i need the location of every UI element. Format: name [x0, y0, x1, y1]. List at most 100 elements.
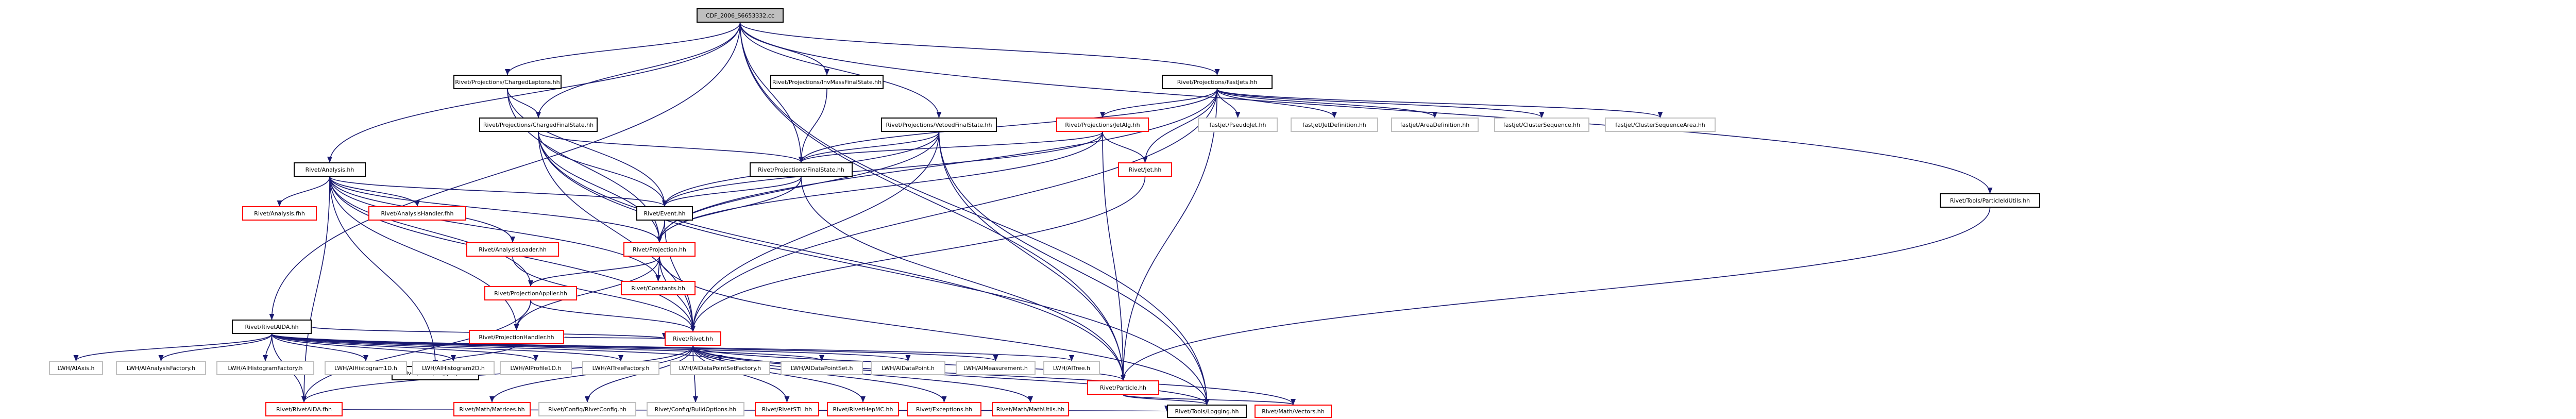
edge-jetalg-to-jet: [1102, 131, 1148, 163]
node-matrices[interactable]: Rivet/Math/Matrices.hh: [453, 402, 531, 416]
node-ahist2d: LWH/AIHistogram2D.h: [412, 361, 495, 375]
node-hepmc[interactable]: Rivet/RivetHepMC.hh: [827, 402, 899, 416]
edge-jetalg-to-projection: [657, 131, 1103, 243]
node-adpoint: LWH/AIDataPoint.h: [871, 361, 945, 375]
edge-chfs-to-particle: [538, 131, 1126, 381]
edge-analysis-to-projection: [329, 176, 662, 243]
edge-chfs-to-rivethh: [538, 131, 696, 332]
edge-rivetaida-to-aaxis: [73, 333, 273, 361]
edge-vetoed-to-particle: [938, 131, 1126, 381]
node-aprofile: LWH/AIProfile1D.h: [500, 361, 572, 375]
node-rivetconfig: Rivet/Config/RivetConfig.hh: [538, 402, 636, 416]
node-aanfactory: LWH/AIAnalysisFactory.h: [116, 361, 206, 375]
edge-invmass-to-finalstate: [799, 89, 827, 163]
node-pidutils[interactable]: Rivet/Tools/ParticleIdUtils.hh: [1940, 193, 2040, 208]
edge-projection-to-papplier: [528, 256, 660, 287]
node-finalstate[interactable]: Rivet/Projections/FinalState.hh: [750, 162, 853, 177]
node-rivetaidafhh[interactable]: Rivet/RivetAIDA.fhh: [265, 402, 343, 416]
node-papplier[interactable]: Rivet/ProjectionApplier.hh: [484, 286, 577, 300]
edge-analysis-to-analysisfhh: [277, 176, 330, 207]
edge-root-to-rivetaida: [269, 22, 741, 320]
node-ahist1d: LWH/AIHistogram1D.h: [325, 361, 407, 375]
node-projection[interactable]: Rivet/Projection.hh: [623, 242, 696, 257]
node-invmass[interactable]: Rivet/Projections/InvMassFinalState.hh: [770, 75, 884, 89]
edge-fastjets-to-clseqarea: [1216, 89, 1663, 118]
node-pseudojet: fastjet/PseudoJet.hh: [1198, 118, 1278, 132]
node-analysisfhh[interactable]: Rivet/Analysis.fhh: [242, 206, 317, 221]
edge-finalstate-to-projection: [657, 176, 802, 243]
edge-fastjets-to-jetdef: [1216, 89, 1337, 118]
edge-root-to-analysis: [327, 22, 741, 163]
edge-root-to-loghh: [739, 22, 1210, 405]
edge-chfs-to-finalstate: [538, 131, 804, 163]
node-ameas: LWH/AIMeasurement.h: [956, 361, 1036, 375]
edge-fastjets-to-areadef: [1216, 89, 1437, 118]
node-chfs[interactable]: Rivet/Projections/ChargedFinalState.hh: [479, 118, 598, 132]
edge-finalstate-to-event: [662, 176, 802, 207]
edge-analysis-to-phandler: [329, 176, 519, 330]
node-ahistfactory: LWH/AIHistogramFactory.h: [216, 361, 314, 375]
edge-rivetaida-to-aprofile: [271, 333, 538, 361]
node-rivethh[interactable]: Rivet/Rivet.hh: [665, 331, 721, 346]
edge-root-to-chlep: [505, 22, 741, 75]
node-particle[interactable]: Rivet/Particle.hh: [1087, 380, 1159, 395]
node-vectors[interactable]: Rivet/Math/Vectors.hh: [1255, 405, 1332, 418]
node-aaxis: LWH/AIAxis.h: [49, 361, 103, 375]
edge-analysis-to-event: [329, 176, 667, 207]
node-loghh[interactable]: Rivet/Tools/Logging.hh: [1167, 405, 1247, 418]
node-adpset: LWH/AIDataPointSet.h: [781, 361, 863, 375]
edge-fastjets-to-clseq: [1216, 89, 1545, 118]
edge-fastjets-to-finalstate: [799, 89, 1218, 163]
node-analysis[interactable]: Rivet/Analysis.hh: [294, 162, 366, 177]
edge-vetoed-to-loghh: [938, 131, 1210, 405]
node-clseq: fastjet/ClusterSequence.hh: [1494, 118, 1589, 132]
node-root: CDF_2006_S6653332.cc: [697, 8, 784, 23]
edge-fastjets-to-particle: [1121, 89, 1218, 381]
edge-chfs-to-event: [538, 131, 667, 207]
edge-chfs-to-loghh: [538, 131, 1210, 405]
edge-analysis-to-logfhh: [329, 176, 438, 366]
node-rivetstl[interactable]: Rivet/RivetSTL.hh: [755, 402, 819, 416]
node-event[interactable]: Rivet/Event.hh: [636, 206, 693, 221]
edge-vetoed-to-rivethh: [690, 131, 940, 332]
edge-rivetaida-to-atree: [271, 333, 1074, 361]
node-constants[interactable]: Rivet/Constants.hh: [621, 281, 696, 295]
edge-root-to-chfs: [536, 22, 741, 118]
node-vetoed[interactable]: Rivet/Projections/VetoedFinalState.hh: [881, 118, 997, 132]
node-areadef: fastjet/AreaDefinition.hh: [1391, 118, 1479, 132]
edge-particle-to-vectors: [1123, 394, 1296, 405]
node-chlep[interactable]: Rivet/Projections/ChargedLeptons.hh: [453, 75, 562, 89]
edge-projection-to-phandler: [514, 256, 660, 330]
edge-analysis-to-ahandler: [329, 176, 420, 207]
node-ahandler[interactable]: Rivet/AnalysisHandler.fhh: [368, 206, 466, 221]
edge-root-to-fastjets: [739, 22, 1220, 75]
edge-vetoed-to-finalstate: [799, 131, 940, 163]
edge-rivethh-to-rivetaidafhh: [301, 345, 693, 403]
node-mathutils[interactable]: Rivet/Math/MathUtils.hh: [992, 402, 1069, 416]
edge-pidutils-to-particle: [1121, 207, 1991, 381]
edge-analysis-to-papplier: [329, 176, 533, 287]
edge-rivethh-to-vectors: [692, 345, 1296, 405]
node-jetalg[interactable]: Rivet/Projections/JetAlg.hh: [1056, 118, 1149, 132]
node-phandler[interactable]: Rivet/ProjectionHandler.hh: [469, 330, 564, 344]
edge-vetoed-to-projection: [657, 131, 940, 243]
edge-fastjets-to-pseudojet: [1216, 89, 1241, 118]
edge-root-to-vetoed: [739, 22, 942, 118]
node-jet[interactable]: Rivet/Jet.hh: [1118, 162, 1172, 177]
edge-chfs-to-projection: [538, 131, 662, 243]
node-fastjets[interactable]: Rivet/Projections/FastJets.hh: [1162, 75, 1273, 89]
edge-rivetaida-to-adpset: [271, 333, 824, 361]
edge-particle-to-loghh: [1123, 394, 1210, 405]
edge-chlep-to-event: [507, 89, 667, 207]
edges-layer: [73, 22, 1993, 412]
edge-jetalg-to-particle: [1102, 131, 1126, 381]
edge-chlep-to-chfs: [507, 89, 541, 118]
node-buildopts: Rivet/Config/BuildOptions.hh: [647, 402, 744, 416]
edge-analysis-to-constants: [329, 176, 661, 281]
edge-root-to-pidutils: [739, 22, 1993, 194]
node-exceptions[interactable]: Rivet/Exceptions.hh: [907, 402, 981, 416]
edge-phandler-to-rivethh: [564, 332, 667, 339]
edge-rivethh-to-hepmc: [692, 345, 866, 403]
node-aloader[interactable]: Rivet/AnalysisLoader.hh: [466, 242, 559, 257]
node-rivetaida[interactable]: Rivet/RivetAIDA.hh: [232, 320, 312, 334]
